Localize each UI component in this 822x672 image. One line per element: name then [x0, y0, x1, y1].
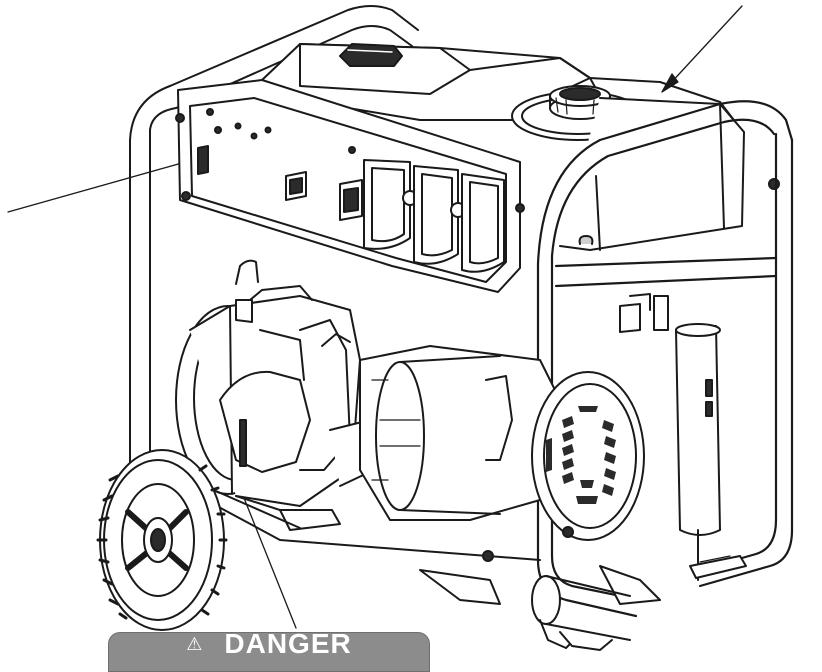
outlet-cover-1 [363, 159, 418, 250]
leader-line-top-right [667, 5, 743, 87]
tank-handle [339, 43, 403, 67]
panel-label [197, 145, 209, 175]
warning-triangle-icon: ⚠ [186, 634, 203, 654]
right-side-panel [559, 97, 780, 251]
engine [175, 259, 375, 531]
rear-frame [129, 5, 419, 471]
switch-2 [339, 179, 363, 221]
switch-1 [285, 171, 307, 201]
wheel [96, 449, 228, 631]
arrowhead-top-right [661, 73, 679, 93]
control-panel [175, 79, 525, 293]
base-frame [149, 461, 747, 651]
vent-slots [546, 406, 616, 504]
outlet-cover-3 [461, 173, 505, 273]
generator-diagram: ⚠ DANGER [7, 5, 794, 672]
muffler [619, 293, 721, 581]
front-foot-tube [531, 575, 561, 625]
end-cover [531, 371, 645, 541]
generator-illustration [7, 5, 794, 651]
alternator [359, 345, 561, 521]
danger-label-text: DANGER [224, 628, 352, 659]
outlet-cover-2 [413, 165, 466, 265]
danger-label: ⚠ DANGER [108, 628, 430, 672]
